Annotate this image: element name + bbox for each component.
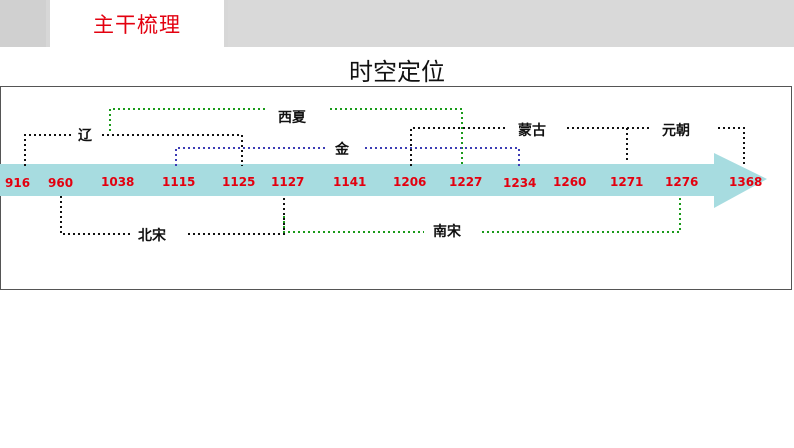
bracket-beisong [60,196,285,235]
timeline-arrow [0,153,767,208]
year-label: 1125 [222,175,255,189]
label-jin: 金 [334,141,350,158]
year-label: 1127 [271,175,304,189]
year-label: 960 [48,176,73,190]
header-bar: 主干梳理 [0,0,794,47]
year-label: 1038 [101,175,134,189]
year-label: 1141 [333,175,366,189]
year-label: 1206 [393,175,426,189]
year-label: 1115 [162,175,195,189]
label-liao: 辽 [78,128,93,144]
header-fill [228,0,794,47]
header-left-cap [0,0,46,47]
label-nansong: 南宋 [433,223,462,240]
timeline-diagram: 辽 西夏 金 蒙古 元朝 北宋 南宋 916 960 1038 1115 112… [0,108,767,244]
page-title: 时空定位 [349,58,445,86]
year-label: 1271 [610,175,643,189]
bracket-nansong [283,196,681,233]
label-mongol: 蒙古 [518,122,546,139]
bracket-jin [175,147,520,166]
year-label: 1260 [553,175,586,189]
label-beisong: 北宋 [138,227,167,244]
section-tab[interactable]: 主干梳理 [50,0,224,47]
label-yuan: 元朝 [662,122,690,139]
bracket-liao [24,134,243,166]
bracket-yuan [627,127,745,166]
year-label: 1234 [503,176,536,190]
year-label: 1368 [729,175,762,189]
year-label: 916 [5,176,30,190]
label-xixia: 西夏 [278,109,307,126]
year-label: 1276 [665,175,698,189]
year-label: 1227 [449,175,482,189]
